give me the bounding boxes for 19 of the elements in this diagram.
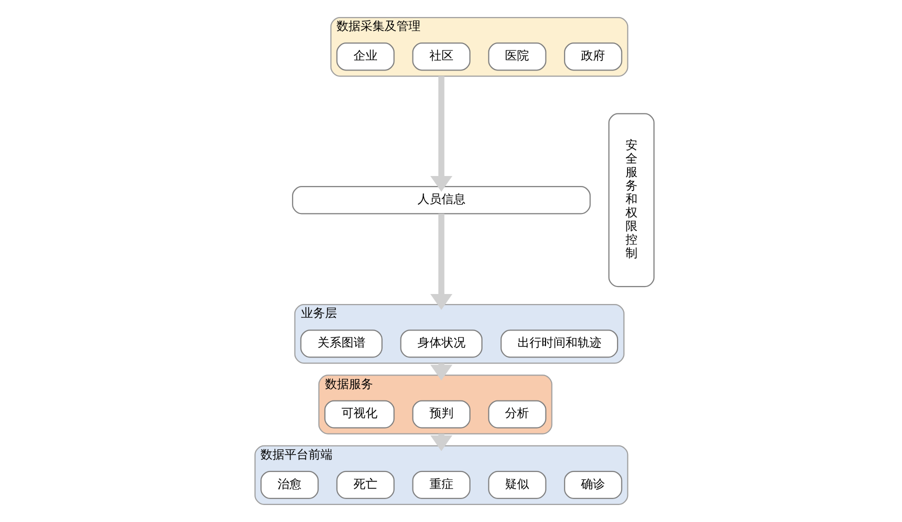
node-box: 确诊 xyxy=(564,470,622,499)
node-box: 出行时间和轨迹 xyxy=(500,330,618,358)
node-box: 身体状况 xyxy=(400,330,482,358)
node-box: 治愈 xyxy=(260,470,318,499)
node-box: 死亡 xyxy=(336,470,394,499)
node-box: 分析 xyxy=(488,400,546,428)
node-box: 重症 xyxy=(412,470,470,499)
node-box: 人员信息 xyxy=(292,186,590,214)
arrow xyxy=(430,214,452,310)
node-box: 企业 xyxy=(336,42,394,71)
arrow xyxy=(430,76,452,192)
node-box: 医院 xyxy=(488,42,546,71)
node-box: 可视化 xyxy=(324,400,394,428)
node-box: 关系图谱 xyxy=(300,330,382,358)
node-box: 预判 xyxy=(412,400,470,428)
node-box: 政府 xyxy=(564,42,622,71)
node-box: 安全服务和权限控制 xyxy=(608,113,654,288)
node-box: 疑似 xyxy=(488,470,546,499)
node-box: 社区 xyxy=(412,42,470,71)
